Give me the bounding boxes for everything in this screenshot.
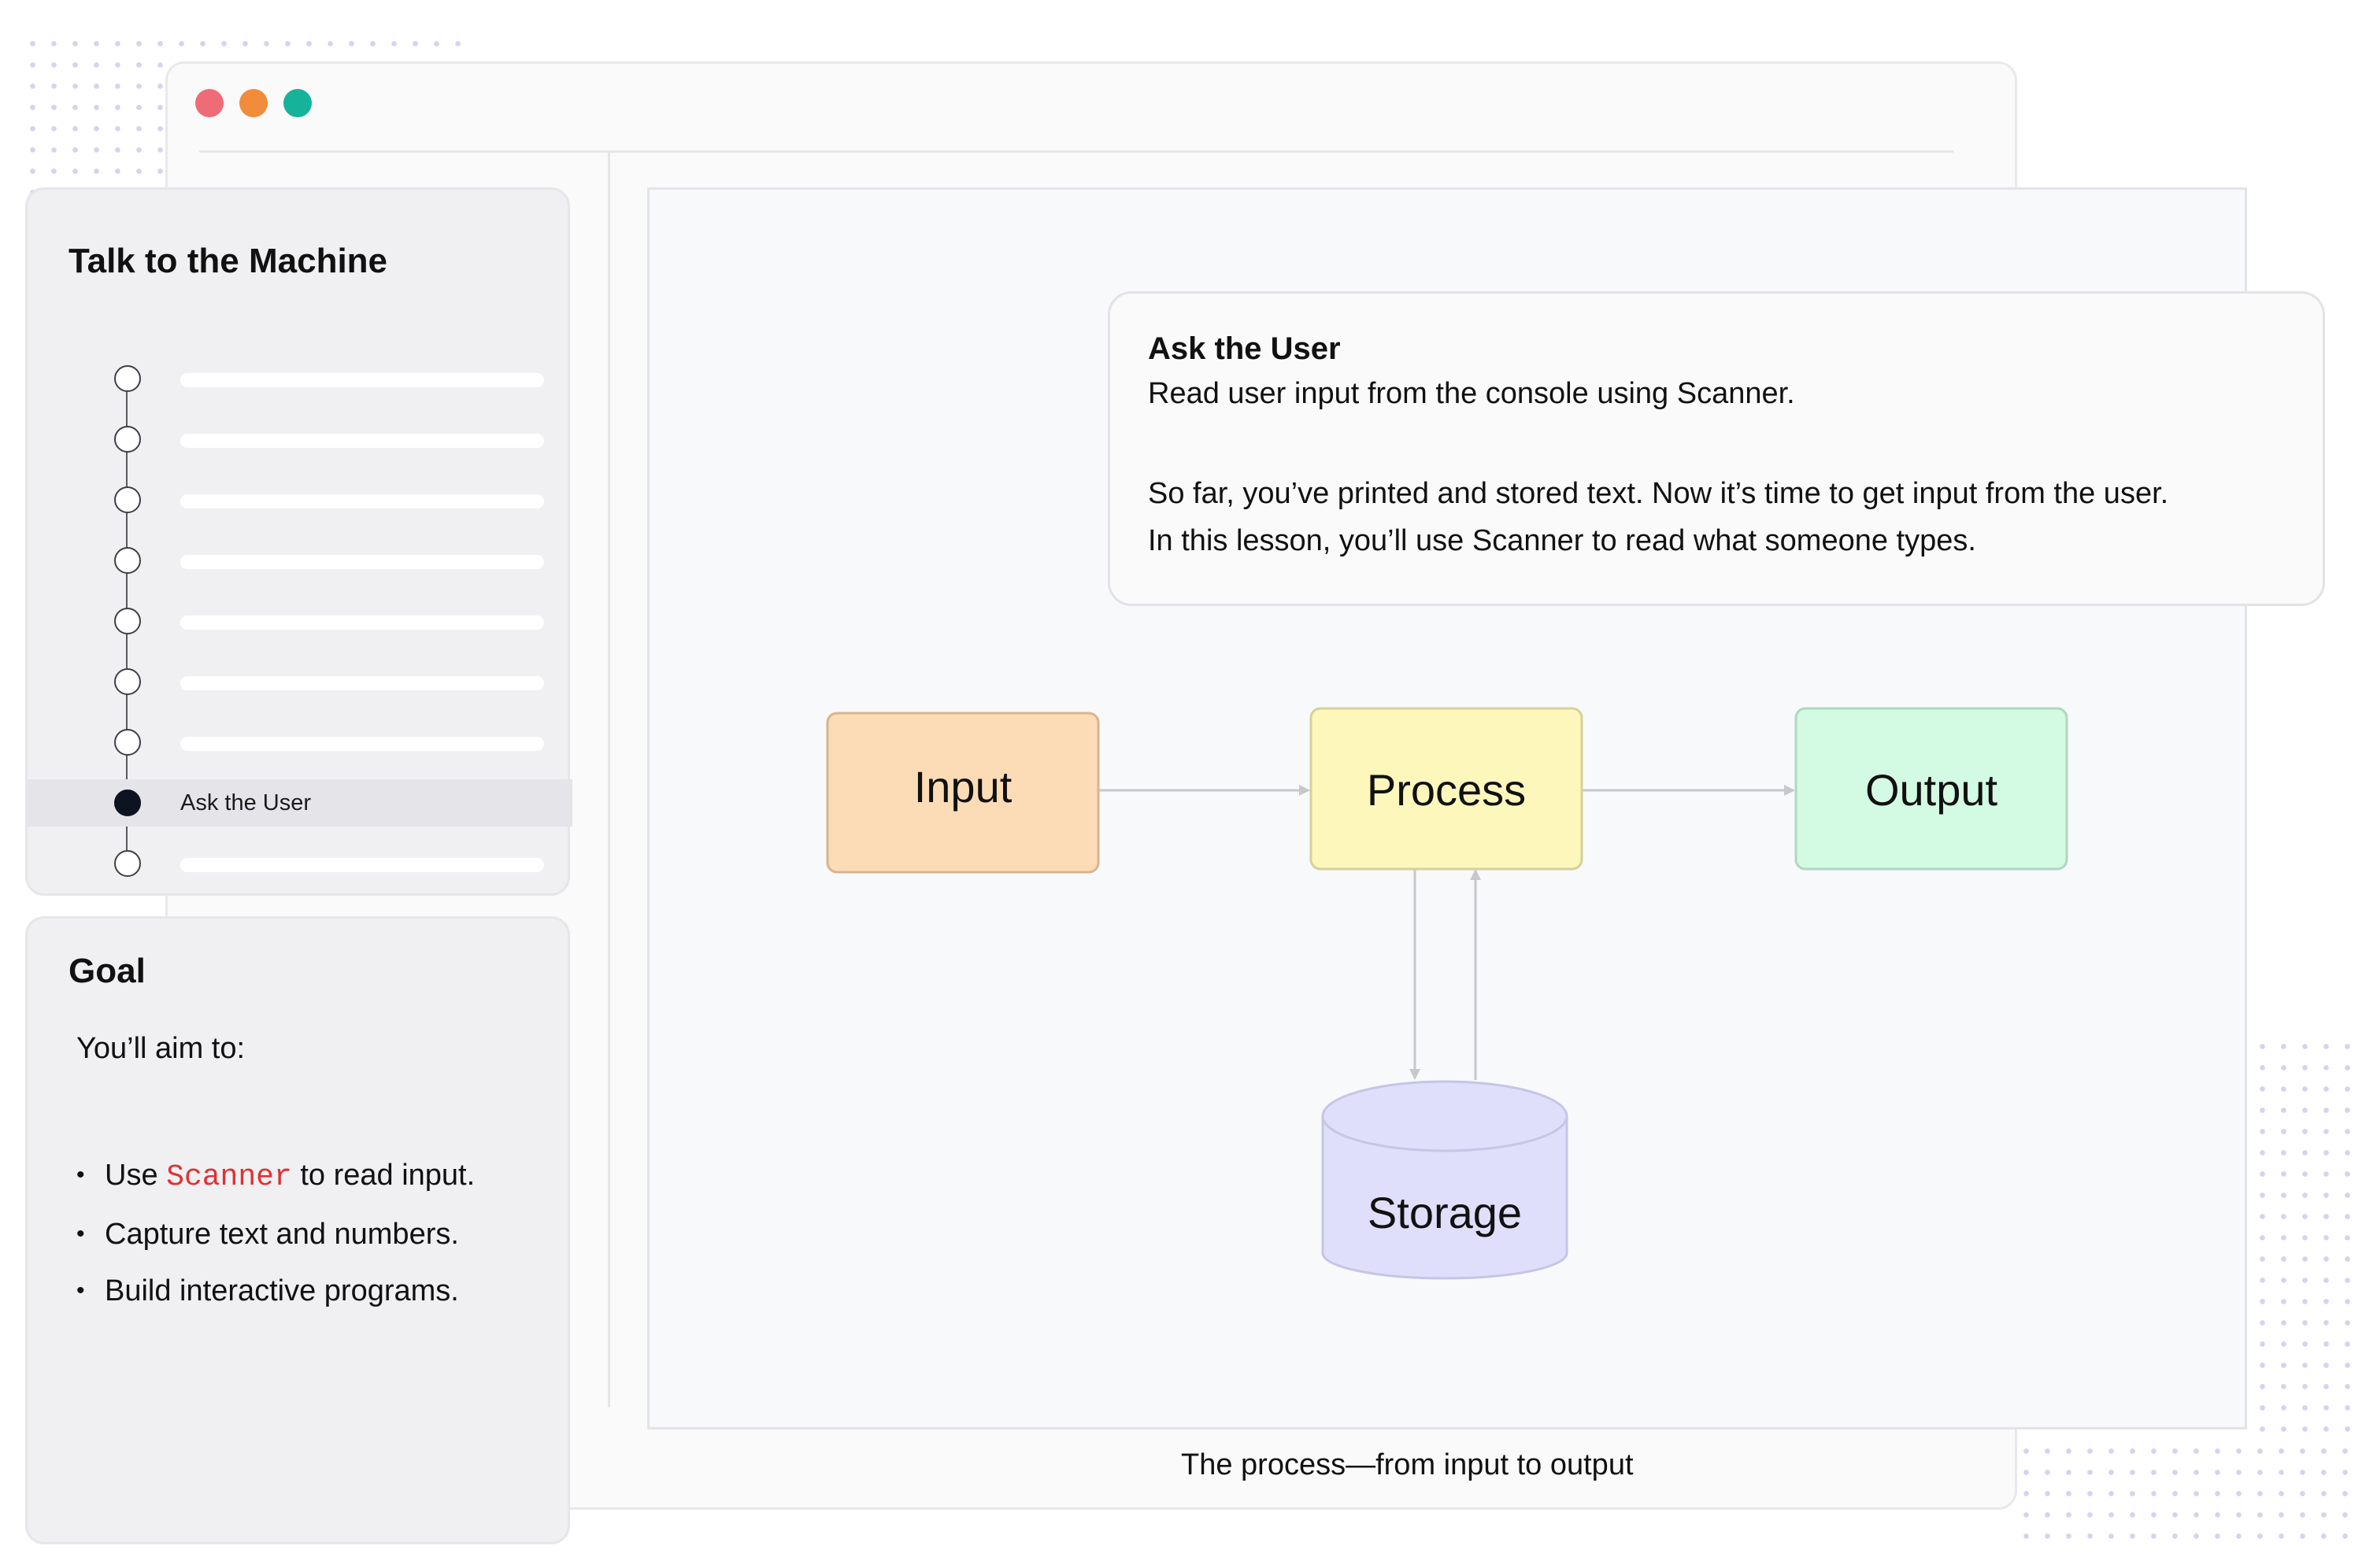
callout-title: Ask the User (1148, 331, 1341, 366)
goal-title: Goal (68, 952, 146, 990)
code-snippet: Scanner (166, 1160, 292, 1194)
step-incomplete-icon (114, 729, 141, 756)
goal-item-text: Use (105, 1159, 167, 1192)
lesson-step-1[interactable] (102, 355, 574, 404)
step-placeholder-bar (180, 858, 544, 872)
lesson-step-5[interactable] (102, 597, 574, 646)
maximize-window-button[interactable] (283, 89, 312, 117)
lesson-step-3[interactable] (102, 476, 574, 525)
lesson-step-current[interactable]: Ask the User (28, 779, 572, 827)
goal-panel: Goal You’ll aim to: Use Scanner to read … (25, 916, 570, 1544)
step-incomplete-icon (114, 547, 141, 574)
close-window-button[interactable] (195, 89, 224, 117)
step-placeholder-bar (180, 737, 544, 751)
step-incomplete-icon (114, 486, 141, 513)
callout-subtitle: Read user input from the console using S… (1148, 377, 1795, 410)
goal-intro: You’ll aim to: (76, 1032, 246, 1065)
lesson-step-4[interactable] (102, 537, 574, 586)
callout-body: So far, you’ve printed and stored text. … (1148, 470, 2313, 564)
goal-item-text: Capture text and numbers. (105, 1218, 459, 1251)
diagram-caption: The process—from input to output (1181, 1448, 1634, 1481)
step-placeholder-bar (180, 373, 544, 387)
dot-pattern-bottom (2016, 1440, 2362, 1551)
step-placeholder-bar (180, 616, 544, 630)
lesson-callout: Ask the User Read user input from the co… (1108, 291, 2325, 606)
lesson-panel: Talk to the Machine (25, 187, 572, 896)
callout-body-line: In this lesson, you’ll use Scanner to re… (1148, 524, 1976, 557)
step-incomplete-icon (114, 608, 141, 634)
minimize-window-button[interactable] (239, 89, 268, 117)
goal-item-text: Build interactive programs. (105, 1274, 459, 1307)
lesson-step-2[interactable] (102, 416, 574, 464)
step-placeholder-bar (180, 494, 544, 508)
step-placeholder-bar (180, 434, 544, 448)
goal-item: Use Scanner to read input. (76, 1147, 475, 1206)
goal-item-text: to read input. (291, 1159, 476, 1192)
step-current-icon (114, 790, 141, 816)
step-placeholder-bar (180, 555, 544, 569)
goal-list: Use Scanner to read input. Capture text … (76, 1147, 475, 1319)
window-header-divider (199, 150, 1953, 153)
window-sidebar-divider (608, 153, 610, 1407)
lesson-step-9[interactable] (102, 840, 574, 889)
callout-body-line: So far, you’ve printed and stored text. … (1148, 477, 2169, 510)
step-incomplete-icon (114, 668, 141, 695)
dot-pattern-right (2252, 1036, 2362, 1445)
step-placeholder-bar (180, 676, 544, 690)
step-incomplete-icon (114, 426, 141, 453)
step-label: Ask the User (180, 790, 311, 815)
window-controls (195, 89, 312, 117)
lesson-step-7[interactable] (102, 719, 574, 767)
step-incomplete-icon (114, 850, 141, 877)
lesson-title: Talk to the Machine (68, 242, 388, 280)
goal-item: Build interactive programs. (76, 1263, 475, 1319)
step-incomplete-icon (114, 365, 141, 392)
lesson-step-6[interactable] (102, 658, 574, 707)
goal-item: Capture text and numbers. (76, 1206, 475, 1263)
